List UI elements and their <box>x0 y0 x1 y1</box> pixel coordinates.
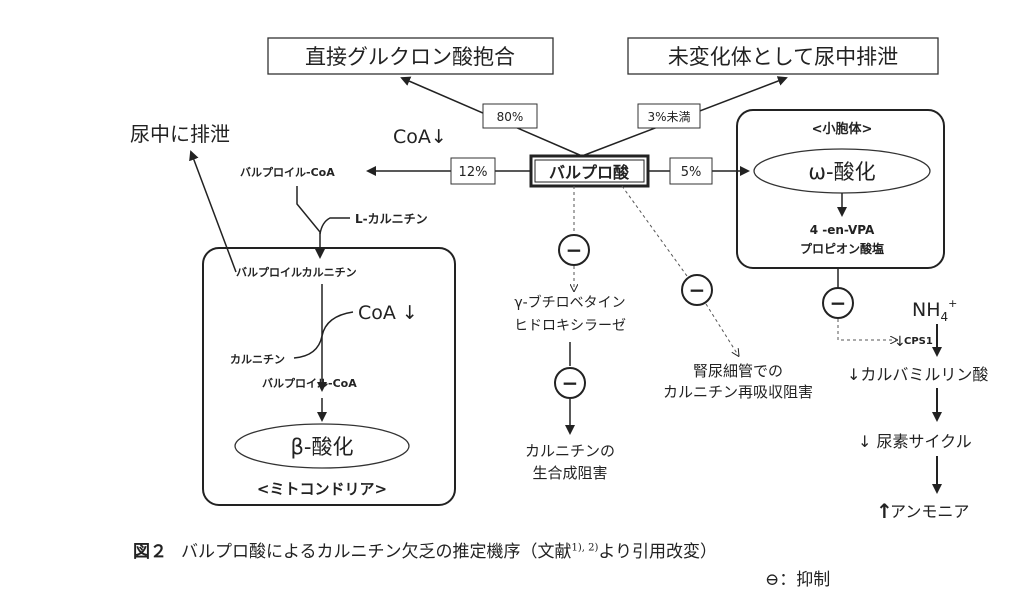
pct-3-label: 3%未満 <box>647 110 690 124</box>
inhibit-circle-enzyme <box>558 234 590 266</box>
figure-caption: 図２ バルプロ酸によるカルニチン欠乏の推定機序（文献1), 2)より引用改変） <box>133 537 717 562</box>
carbamoyl-label: ↓カルバミルリン酸 <box>847 365 988 384</box>
ammonia-up-arrow: ↑ <box>876 499 893 523</box>
glucuronidation-box <box>267 37 554 75</box>
pct-12-box <box>450 157 496 185</box>
urinary-excretion-label: 尿中に排泄 <box>130 122 230 146</box>
coa-curve <box>293 311 354 359</box>
valproyl-coa-top-label: バルプロイル-CoA <box>240 165 335 179</box>
mitochondria-box <box>202 247 456 506</box>
pct-5-label: 5% <box>681 165 702 180</box>
unchanged-excretion-box <box>627 37 939 75</box>
microsome-title: <小胞体> <box>812 121 873 137</box>
figure-number: 図２ <box>133 542 167 562</box>
metabolite-line2: プロピオン酸塩 <box>800 241 884 256</box>
pct-80-label: 80% <box>497 110 524 124</box>
inhibit-legend: ⊖：抑制 <box>765 570 831 590</box>
valproic-acid-inner-border <box>534 159 645 183</box>
urea-cycle-label: ↓ 尿素サイクル <box>858 432 972 451</box>
glucuronidation-label: 直接グルクロン酸抱合 <box>305 45 515 69</box>
nh4-label: NH4+ <box>912 297 957 324</box>
l-carnitine-connector <box>319 217 350 235</box>
renal-line1: 腎尿細管での <box>693 362 783 380</box>
metabolite-line1: 4 -en-VPA <box>810 223 875 237</box>
pct-3-box <box>637 103 701 129</box>
beta-oxidation-ellipse <box>234 423 410 469</box>
arrow-valproyl-coa-to-carnitine <box>296 186 325 259</box>
arrow-to-urinary-excretion <box>189 150 237 273</box>
l-carnitine-label: L-カルニチン <box>355 212 428 226</box>
enzyme-line1: γ-ブチロベタイン <box>514 294 625 311</box>
dashed-to-renal <box>705 303 738 355</box>
cps1-down-arrow: ↓ <box>894 334 906 350</box>
inhibit-symbol-cps1: − <box>830 291 847 315</box>
pct-12-label: 12% <box>459 165 488 180</box>
inhibit-circle-cps1 <box>822 287 854 319</box>
pct-80-box <box>482 103 538 129</box>
coa-top-label: CoA↓ <box>393 126 447 148</box>
omega-oxidation-label: ω-酸化 <box>808 160 875 184</box>
cps1-label: CPS1 <box>904 336 933 347</box>
valproyl-coa-mito-label: バルプロイル-CoA <box>262 376 357 390</box>
caption-refs: 1), 2) <box>571 542 599 554</box>
synthesis-line1: カルニチンの <box>525 442 615 460</box>
mitochondria-title: <ミトコンドリア> <box>257 480 387 498</box>
inhibit-circle-synthesis <box>554 367 586 399</box>
inhibit-symbol-renal: − <box>689 278 706 302</box>
dashed-to-cps1 <box>837 319 896 340</box>
enzyme-line2: ヒドロキシラーゼ <box>514 318 626 334</box>
caption-text: バルプロ酸によるカルニチン欠乏の推定機序（文献 <box>181 542 572 562</box>
dashed-to-renal-inhibit <box>621 185 688 277</box>
carnitine-label: カルニチン <box>230 353 285 366</box>
inhibit-circle-renal <box>681 274 713 306</box>
inhibit-symbol-enzyme: − <box>566 238 583 262</box>
beta-oxidation-label: β-酸化 <box>291 435 354 459</box>
synthesis-line2: 生合成阻害 <box>532 464 607 482</box>
caption-text-after: より引用改変） <box>598 542 718 562</box>
inhibit-symbol-synthesis: − <box>562 371 579 395</box>
ammonia-label: アンモニア <box>890 502 969 521</box>
valproyl-carnitine-label: バルプロイルカルニチン <box>236 265 357 279</box>
unchanged-excretion-label: 未変化体として尿中排泄 <box>668 45 898 69</box>
renal-line2: カルニチン再吸収阻害 <box>663 383 813 401</box>
valproic-acid-label: バルプロ酸 <box>549 163 630 182</box>
microsome-box <box>736 109 945 269</box>
coa-mito-label: CoA ↓ <box>358 302 418 324</box>
pct-5-box <box>669 157 713 185</box>
